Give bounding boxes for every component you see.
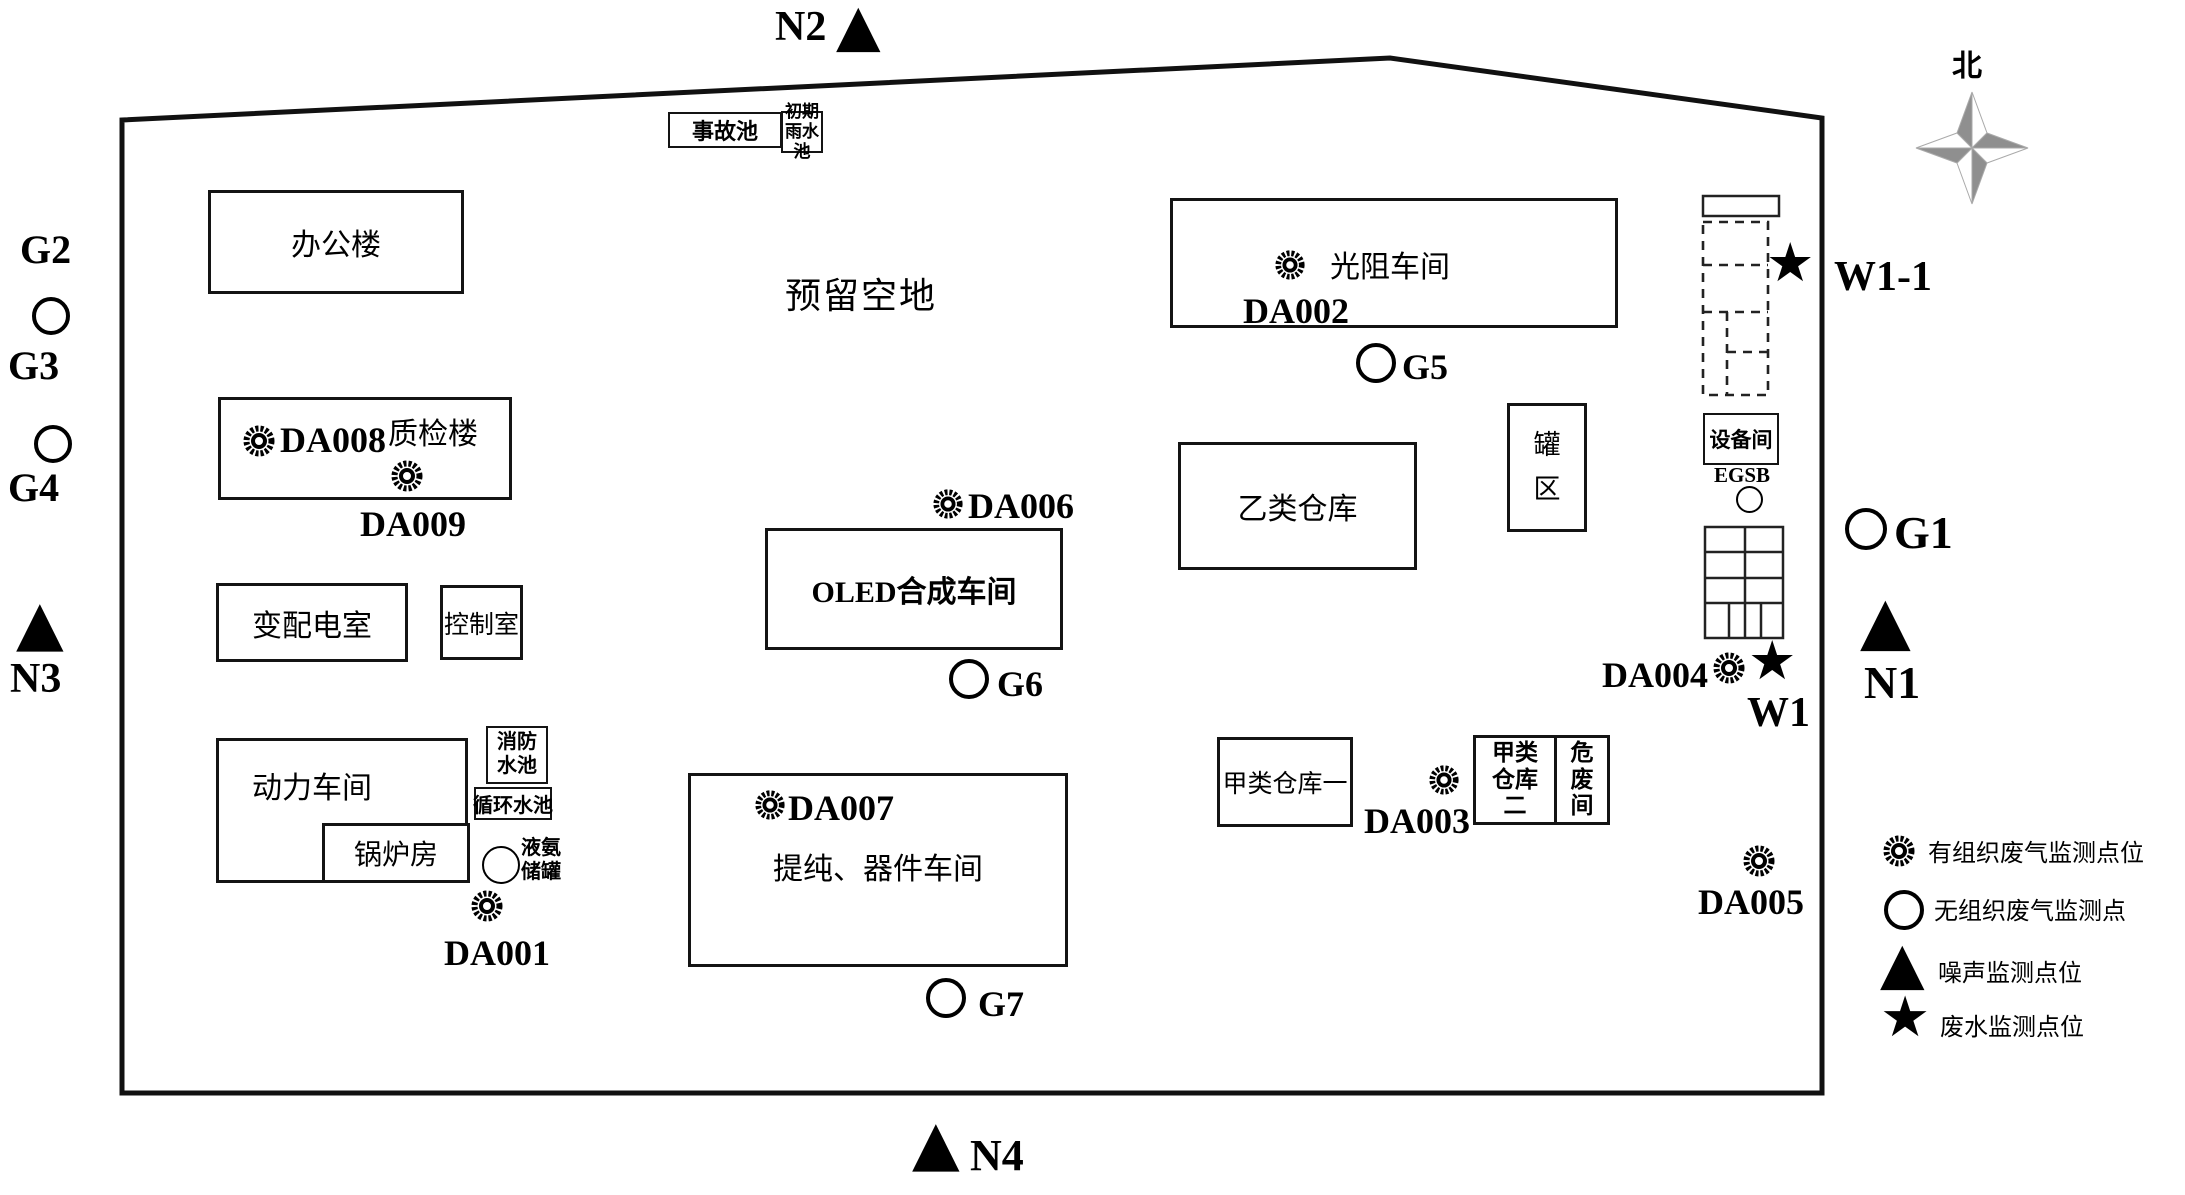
dashed-structure (1701, 220, 1770, 397)
tank-area-label: 罐 区 (1533, 430, 1561, 504)
building-accident-pool: 事故池 (668, 112, 782, 148)
noise-icon: ▲ (16, 586, 64, 659)
building-initial-rain-pool: 初期 雨水池 (781, 102, 823, 161)
ammonia-tank-label: 液氨 储罐 (521, 837, 561, 883)
unorganized-gas-point-g5: G5 (1402, 347, 1449, 387)
building-control-room: 控制室 (440, 585, 523, 660)
organized-gas-point-da003: DA003 (1364, 801, 1470, 841)
hazardous-waste-room-cell: 危 废 间 (1557, 738, 1607, 822)
noise-point-n3: N3 (10, 656, 62, 702)
photoresist-workshop-label: 光阻车间 (1330, 251, 1450, 284)
legend-noise-label: 噪声监测点位 (1938, 961, 2082, 987)
reserved-land-label: 预留空地 (785, 276, 938, 316)
building-boiler-room: 锅炉房 (322, 823, 470, 883)
wastewater-icon: ★ (1748, 629, 1797, 692)
unorganized-gas-point-g6: G6 (997, 664, 1044, 704)
egsb-tank-shape (1736, 486, 1763, 513)
building-equipment-room: 设备间 (1703, 413, 1779, 465)
hazardous-waste-room-label: 危 废 间 (1570, 740, 1594, 819)
transformer-room-label: 变配电室 (252, 609, 372, 643)
fire-pool-label: 消防 水池 (497, 731, 537, 777)
organized-gas-point-da001: DA001 (444, 933, 550, 973)
organized-gas-icon (1429, 765, 1459, 795)
organized-gas-point-da009: DA009 (360, 504, 466, 544)
organized-gas-icon (391, 460, 423, 492)
grid-structure (1703, 525, 1785, 640)
unorganized-gas-icon (949, 659, 989, 699)
circulating-pool-label: 循环水池 (473, 795, 553, 817)
organized-gas-point-da007: DA007 (788, 788, 894, 828)
egsb-label: EGSB (1714, 463, 1771, 487)
compass-north-label: 北 (1952, 50, 1982, 83)
organized-gas-point-da005: DA005 (1698, 882, 1804, 922)
class-a-warehouse-2-label: 甲类 仓库 二 (1492, 740, 1538, 819)
organized-gas-icon (1743, 845, 1775, 877)
unorganized-gas-icon (1356, 343, 1396, 383)
wastewater-icon: ★ (1880, 985, 1931, 1050)
building-office: 办公楼 (208, 190, 464, 294)
wastewater-icon: ★ (1766, 231, 1815, 294)
unorganized-gas-icon (1884, 890, 1924, 930)
unorganized-gas-point-g7: G7 (978, 984, 1025, 1024)
building-class-a-warehouse-2-and-hazwaste: 甲类 仓库 二 危 废 间 (1473, 735, 1610, 825)
unorganized-gas-point-g1: G1 (1894, 507, 1953, 558)
purification-workshop-label: 提纯、器件车间 (773, 853, 983, 886)
unorganized-gas-icon (1845, 508, 1887, 550)
class-a-warehouse-1-label: 甲类仓库一 (1222, 771, 1348, 798)
legend-organized-gas-label: 有组织废气监测点位 (1928, 841, 2144, 867)
legend-wastewater-label: 废水监测点位 (1940, 1015, 2084, 1041)
wastewater-point-w1: W1 (1747, 690, 1810, 736)
organized-gas-icon (243, 425, 275, 457)
boiler-room-label: 锅炉房 (353, 840, 438, 871)
building-class-a-warehouse-1: 甲类仓库一 (1217, 737, 1353, 827)
building-tank-area: 罐 区 (1507, 403, 1587, 532)
qc-building-label: 质检楼 (388, 418, 478, 451)
unorganized-gas-icon (926, 978, 966, 1018)
organized-gas-icon (755, 790, 785, 820)
building-transformer-room: 变配电室 (216, 583, 408, 662)
noise-icon: ▲ (836, 0, 881, 59)
organized-gas-point-da004: DA004 (1602, 655, 1708, 695)
equipment-room-label: 设备间 (1709, 428, 1773, 452)
building-fire-pool: 消防 水池 (486, 726, 548, 784)
organized-gas-icon (471, 890, 503, 922)
unorganized-gas-icon (32, 297, 70, 335)
unorganized-gas-point-g3: G3 (8, 343, 60, 388)
small-structure (1701, 194, 1781, 218)
ammonia-tank-shape (482, 846, 520, 884)
organized-gas-icon (1275, 250, 1305, 280)
noise-icon: ▲ (912, 1106, 960, 1179)
power-workshop-label: 动力车间 (252, 772, 372, 805)
office-label: 办公楼 (291, 229, 381, 262)
unorganized-gas-point-g4: G4 (8, 465, 60, 510)
noise-icon: ▲ (1880, 929, 1925, 997)
control-room-label: 控制室 (443, 611, 519, 639)
organized-gas-point-da002: DA002 (1243, 291, 1349, 331)
building-circulating-pool: 循环水池 (473, 787, 553, 820)
organized-gas-icon (933, 489, 963, 519)
wastewater-point-w1-1: W1-1 (1834, 254, 1932, 300)
building-class-b-warehouse: 乙类仓库 (1178, 442, 1417, 570)
legend-unorganized-gas-label: 无组织废气监测点 (1934, 899, 2126, 925)
class-a-warehouse-2-cell: 甲类 仓库 二 (1476, 738, 1557, 822)
noise-point-n1: N1 (1864, 657, 1921, 708)
unorganized-gas-point-g2: G2 (20, 227, 72, 272)
organized-gas-icon (1713, 652, 1745, 684)
noise-point-n2: N2 (775, 4, 827, 50)
oled-workshop-label: OLED合成车间 (811, 576, 1017, 609)
building-oled-workshop: OLED合成车间 (765, 528, 1063, 650)
noise-point-n4: N4 (970, 1131, 1024, 1180)
organized-gas-point-da008: DA008 (280, 420, 386, 460)
initial-rain-pool-label: 初期 雨水池 (785, 101, 819, 162)
accident-pool-label: 事故池 (691, 119, 758, 144)
organized-gas-icon (1883, 835, 1915, 867)
compass-rose-icon (1915, 91, 2029, 205)
unorganized-gas-icon (34, 425, 72, 463)
class-b-warehouse-label: 乙类仓库 (1237, 493, 1358, 526)
noise-icon: ▲ (1860, 582, 1911, 659)
organized-gas-point-da006: DA006 (968, 486, 1074, 526)
